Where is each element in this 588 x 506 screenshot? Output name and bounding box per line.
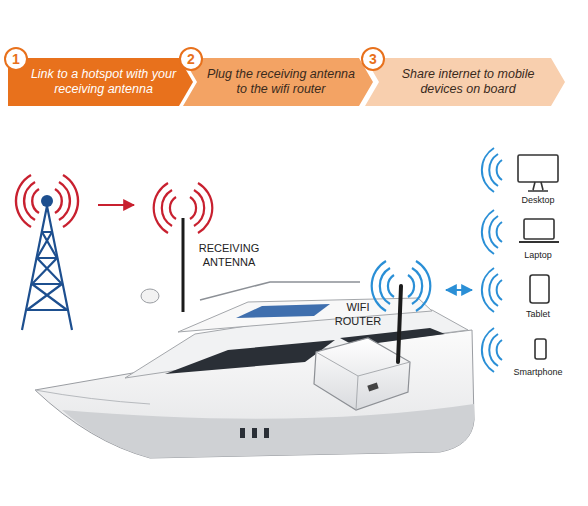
router-antenna: [398, 286, 401, 362]
text-area: Link to a hotspot with your receiving an…: [30, 58, 177, 106]
porthole: [252, 428, 257, 438]
text-area: Share internet to mobile devices on boar…: [387, 58, 549, 106]
hull-line: [35, 390, 150, 404]
hull-lower: [62, 404, 474, 458]
upper-deck: [178, 298, 432, 332]
tablet-body: [530, 275, 549, 303]
monitor-stand: [528, 182, 548, 191]
hull: [35, 330, 474, 458]
callout-number: 3: [369, 51, 377, 67]
device-label: Smartphone: [500, 366, 576, 378]
desktop-icon: [518, 155, 558, 191]
wifi-waves: [482, 328, 502, 372]
callout-number: 2: [187, 51, 195, 67]
wave-arc: [154, 183, 176, 233]
device-label: Laptop: [508, 249, 568, 261]
tower-brace: [27, 232, 67, 310]
step-text: Share internet to mobile devices on boar…: [387, 67, 549, 97]
router-port: [367, 383, 378, 392]
circle-shape: [180, 48, 202, 70]
router-edge: [316, 352, 410, 410]
wifi-router: [314, 286, 410, 410]
tower-top: [41, 195, 53, 207]
exchange-arrow: [446, 289, 472, 291]
yacht: [35, 282, 474, 458]
wave-arc: [482, 328, 502, 372]
wave-arc: [372, 261, 394, 311]
radio-waves: [16, 175, 78, 227]
chevron-shape: [8, 58, 193, 106]
tower-leg: [22, 206, 72, 330]
laptop-icon: [519, 219, 559, 242]
phone-body: [535, 339, 546, 359]
wave-arc: [482, 210, 502, 254]
wave-arc: [190, 183, 212, 233]
device-label: Desktop: [508, 194, 568, 206]
wave-arc: [482, 268, 502, 312]
callout-number: 1: [12, 51, 20, 67]
radar-dome: [141, 289, 159, 303]
step-text: Plug the receiving antenna to the wifi r…: [205, 67, 357, 97]
wave-arc: [16, 175, 39, 227]
text-area: 1: [4, 47, 28, 71]
step-chevron: Share internet to mobile devices on boar…: [365, 58, 565, 106]
signal-arrow: [98, 204, 134, 206]
antenna-mast: [182, 218, 185, 312]
circle-shape: [5, 48, 27, 70]
radio-waves: [154, 183, 213, 233]
smartphone-icon: [535, 339, 546, 359]
wifi-waves: [482, 210, 502, 254]
text-area: 2: [179, 47, 203, 71]
rail: [200, 282, 360, 300]
step-number-circle: 3: [361, 47, 385, 71]
step-chevron: Link to a hotspot with your receiving an…: [8, 58, 193, 106]
part-label: WIFI ROUTER: [330, 300, 386, 328]
porthole: [240, 428, 245, 438]
circle-shape: [362, 48, 384, 70]
wave-arc: [408, 261, 430, 311]
step-number-circle: 2: [179, 47, 203, 71]
chevron-shape: [365, 58, 565, 106]
wave-arc: [482, 148, 502, 192]
laptop-base: [519, 241, 559, 243]
porthole: [264, 428, 269, 438]
step-number-circle: 1: [4, 47, 28, 71]
wifi-waves: [482, 148, 502, 192]
text-area: Plug the receiving antenna to the wifi r…: [205, 58, 357, 106]
part-label: RECEIVING ANTENNA: [186, 241, 272, 269]
monitor: [518, 155, 558, 182]
step-text: Link to a hotspot with your receiving an…: [30, 67, 177, 97]
text-area: 3: [361, 47, 385, 71]
step-chevron: Plug the receiving antenna to the wifi r…: [183, 58, 373, 106]
router-body: [314, 338, 410, 410]
tablet-icon: [530, 275, 549, 303]
window-band: [165, 340, 335, 374]
wifi-waves: [482, 268, 502, 312]
tower-bar: [27, 232, 67, 310]
wifi-waves: [372, 261, 431, 311]
wave-arc: [55, 175, 78, 227]
solar-panel: [236, 304, 330, 318]
laptop-screen: [524, 219, 554, 239]
chevron-shape: [183, 58, 373, 106]
device-label: Tablet: [508, 308, 568, 320]
